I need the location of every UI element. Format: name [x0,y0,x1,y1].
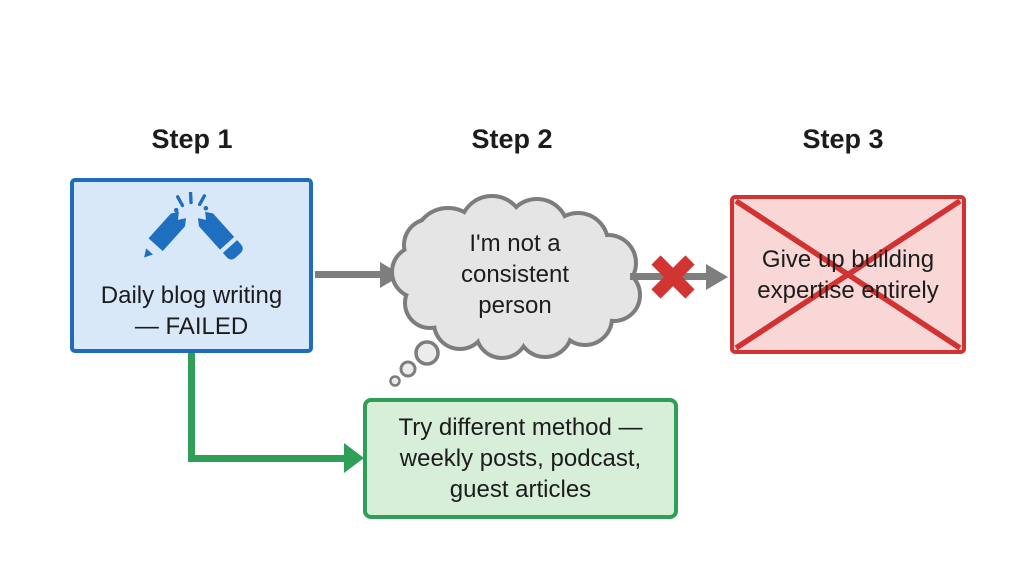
broken-pencil-icon [143,192,243,260]
step3-text-line: Give up building [761,245,935,273]
alternative-text-line: weekly posts, podcast, [399,445,642,472]
step1-label: Step 1 [151,124,233,154]
step3-text-line: expertise entirely [757,276,939,304]
cross-out-icon [734,199,962,350]
thought-trail-bubble [399,360,417,378]
step1-box-text: Daily blog writing — FAILED [101,280,282,342]
cloud-body [394,198,638,356]
alternative-text-line: Try different method — [398,414,643,441]
arrowhead-right-icon [706,264,728,290]
step1-text-line: — FAILED [134,313,249,340]
arrowhead-right-icon [344,443,364,473]
thought-trail-bubble [414,340,440,366]
step1-box: Daily blog writing — FAILED [70,178,313,353]
blocked-x-icon [651,255,695,299]
cloud-text-line: consistent [460,261,570,288]
thought-trail-bubble [389,375,401,387]
alternative-box-text: Try different method — weekly posts, pod… [398,412,642,505]
step3-label: Step 3 [802,124,884,154]
cloud-text-line: I'm not a [469,230,561,257]
alternative-arrow-vertical [188,353,195,460]
alternative-text-line: guest articles [449,476,592,503]
step3-box-text: Give up building expertise entirely [757,244,938,306]
step2-label: Step 2 [471,124,553,154]
step3-box: Give up building expertise entirely [730,195,966,354]
alternative-box: Try different method — weekly posts, pod… [363,398,678,519]
step1-text-line: Daily blog writing [100,282,283,309]
alternative-arrow-horizontal [188,455,344,462]
thought-cloud [389,194,642,387]
cloud-text-line: person [478,292,552,319]
arrow-step1-to-step2 [315,271,381,278]
thought-cloud-text: I'm not a consistent person [427,228,603,321]
